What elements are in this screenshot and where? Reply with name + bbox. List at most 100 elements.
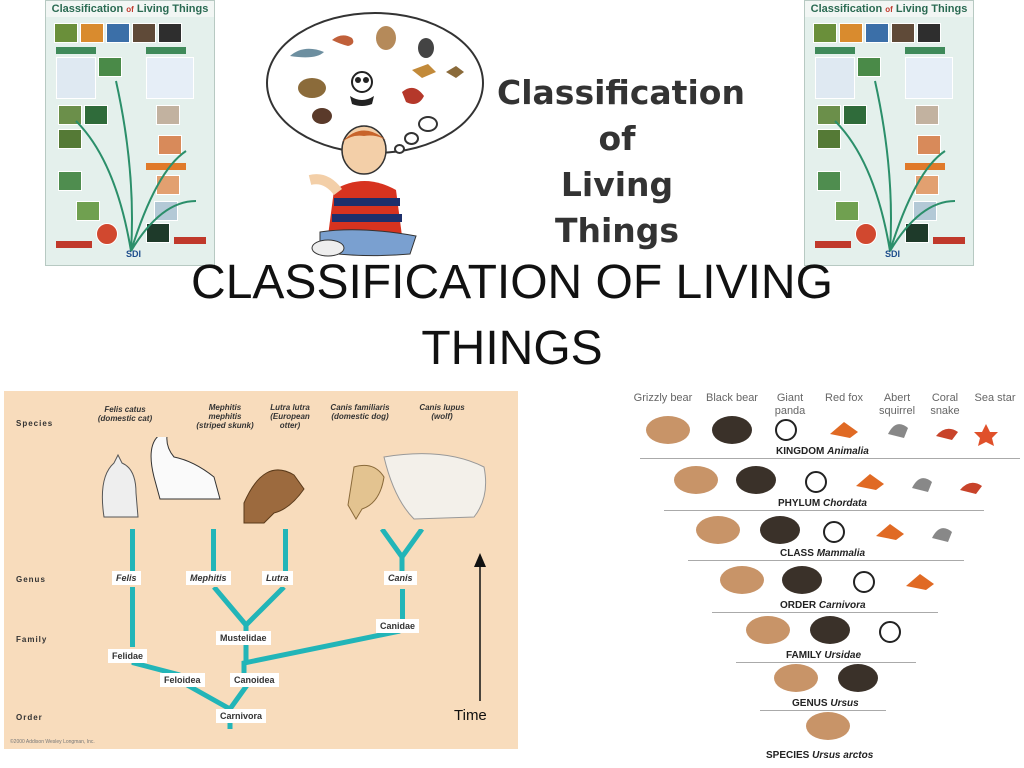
species-label: Felis catus(domestic cat)	[97, 405, 153, 423]
slide-title: CLASSIFICATION OF LIVING THINGS	[191, 256, 833, 375]
superfamily-canoidea: Canoidea	[230, 673, 279, 687]
poster-photo	[917, 135, 941, 155]
poster-photo	[96, 223, 118, 245]
poster-photo	[839, 23, 863, 43]
thought-bubble	[418, 116, 438, 132]
pyramid-divider	[664, 510, 984, 511]
poster-text-block	[146, 57, 194, 99]
rank-label-genus: Genus	[16, 575, 46, 584]
poster-photo	[817, 129, 841, 149]
poster-title: Classification of Living Things	[46, 1, 214, 17]
branch-line	[130, 529, 135, 573]
poster-photo	[915, 175, 939, 195]
poster-photo	[98, 57, 122, 77]
poster-branches	[75, 80, 197, 252]
poster-header-bar	[933, 237, 965, 244]
kid-illustration	[308, 125, 417, 257]
poster-photo	[817, 105, 841, 125]
level-kingdom: KINGDOM Animalia	[776, 446, 869, 457]
poster-photo	[891, 23, 915, 43]
column-header: Coral snake	[930, 392, 960, 417]
poster-text-block	[815, 57, 855, 99]
poster-photo	[54, 23, 78, 43]
genus-canis: Canis	[384, 571, 417, 585]
level-family: FAMILY Ursidae	[786, 650, 862, 661]
poster-photo	[915, 105, 939, 125]
poster-header-bar	[905, 163, 945, 170]
poster-photo	[156, 105, 180, 125]
poster-photo	[855, 223, 877, 245]
poster-text-block	[56, 57, 96, 99]
level-species: SPECIES Ursus arctos	[766, 750, 874, 761]
tree-copyright: ©2000 Addison Wesley Longman, Inc.	[10, 739, 95, 745]
rank-label-family: Family	[16, 635, 48, 644]
poster-header-bar	[56, 241, 92, 248]
family-felidae: Felidae	[108, 649, 148, 663]
poster-right: Classification of Living Things SDI	[804, 0, 974, 266]
poster-photo	[865, 23, 889, 43]
column-header: Sea star	[974, 392, 1016, 404]
poster-header-bar	[905, 47, 945, 54]
poster-photo	[905, 223, 929, 243]
poster-left: Classification of Living Things SDI	[45, 0, 215, 266]
poster-header-bar	[56, 47, 96, 54]
genus-mephitis: Mephitis	[186, 571, 231, 585]
column-header: Giant panda	[774, 392, 806, 417]
level-genus: GENUS Ursus	[792, 698, 859, 709]
poster-photo	[106, 23, 130, 43]
poster-branches	[834, 80, 956, 252]
species-label: Canis familiaris(domestic dog)	[330, 403, 390, 421]
poster-photo	[156, 175, 180, 195]
poster-header-bar	[815, 241, 851, 248]
order-carnivora: Carnivora	[216, 709, 267, 723]
branch-line	[379, 529, 425, 573]
carnivore-tree-figure: Species Genus Family Order Felis catus(d…	[4, 391, 518, 749]
poster-photo	[58, 171, 82, 191]
poster-photo	[58, 129, 82, 149]
column-header: Black bear	[706, 392, 758, 404]
rank-label-species: Species	[16, 419, 54, 428]
poster-photo	[857, 57, 881, 77]
poster-photo	[835, 201, 859, 221]
poster-header-bar	[146, 47, 186, 54]
branch-line	[130, 587, 135, 647]
poster-logo: SDI	[885, 249, 901, 259]
level-phylum: PHYLUM Chordata	[778, 498, 867, 509]
genus-felis: Felis	[112, 571, 141, 585]
column-header: Grizzly bear	[633, 392, 693, 404]
time-label: Time	[454, 707, 487, 724]
thought-bubble	[394, 144, 405, 154]
cloud-animals-illustration	[290, 26, 464, 124]
pyramid-divider	[760, 710, 886, 711]
species-label: Lutra lutra(European otter)	[270, 403, 310, 430]
column-header: Red fox	[825, 392, 863, 404]
level-class: CLASS Mammalia	[780, 548, 866, 559]
species-label: Canis lupus(wolf)	[419, 403, 465, 421]
family-mustelidae: Mustelidae	[216, 631, 271, 645]
poster-photo	[80, 23, 104, 43]
species-label: Mephitis mephitis(striped skunk)	[196, 403, 254, 430]
poster-photo	[843, 105, 867, 125]
poster-text-block	[905, 57, 953, 99]
pyramid-divider	[640, 458, 1020, 459]
rank-label-order: Order	[16, 713, 43, 722]
family-canidae: Canidae	[376, 619, 420, 633]
poster-photo	[158, 135, 182, 155]
branch-line	[211, 529, 216, 573]
poster-photo	[132, 23, 156, 43]
level-order: ORDER Carnivora	[780, 600, 866, 611]
poster-photo	[58, 105, 82, 125]
branch-line	[400, 589, 405, 621]
pyramid-animals	[646, 416, 998, 740]
superfamily-feloidea: Feloidea	[160, 673, 205, 687]
poster-photo	[158, 23, 182, 43]
poster-title: Classification of Living Things	[805, 1, 973, 17]
poster-photo	[813, 23, 837, 43]
poster-photo	[917, 23, 941, 43]
poster-photo	[76, 201, 100, 221]
header-title: Classification of Living Things	[497, 73, 745, 250]
branch-line	[283, 529, 288, 573]
pyramid-divider	[712, 612, 938, 613]
time-arrow	[474, 553, 486, 701]
genus-lutra: Lutra	[262, 571, 293, 585]
